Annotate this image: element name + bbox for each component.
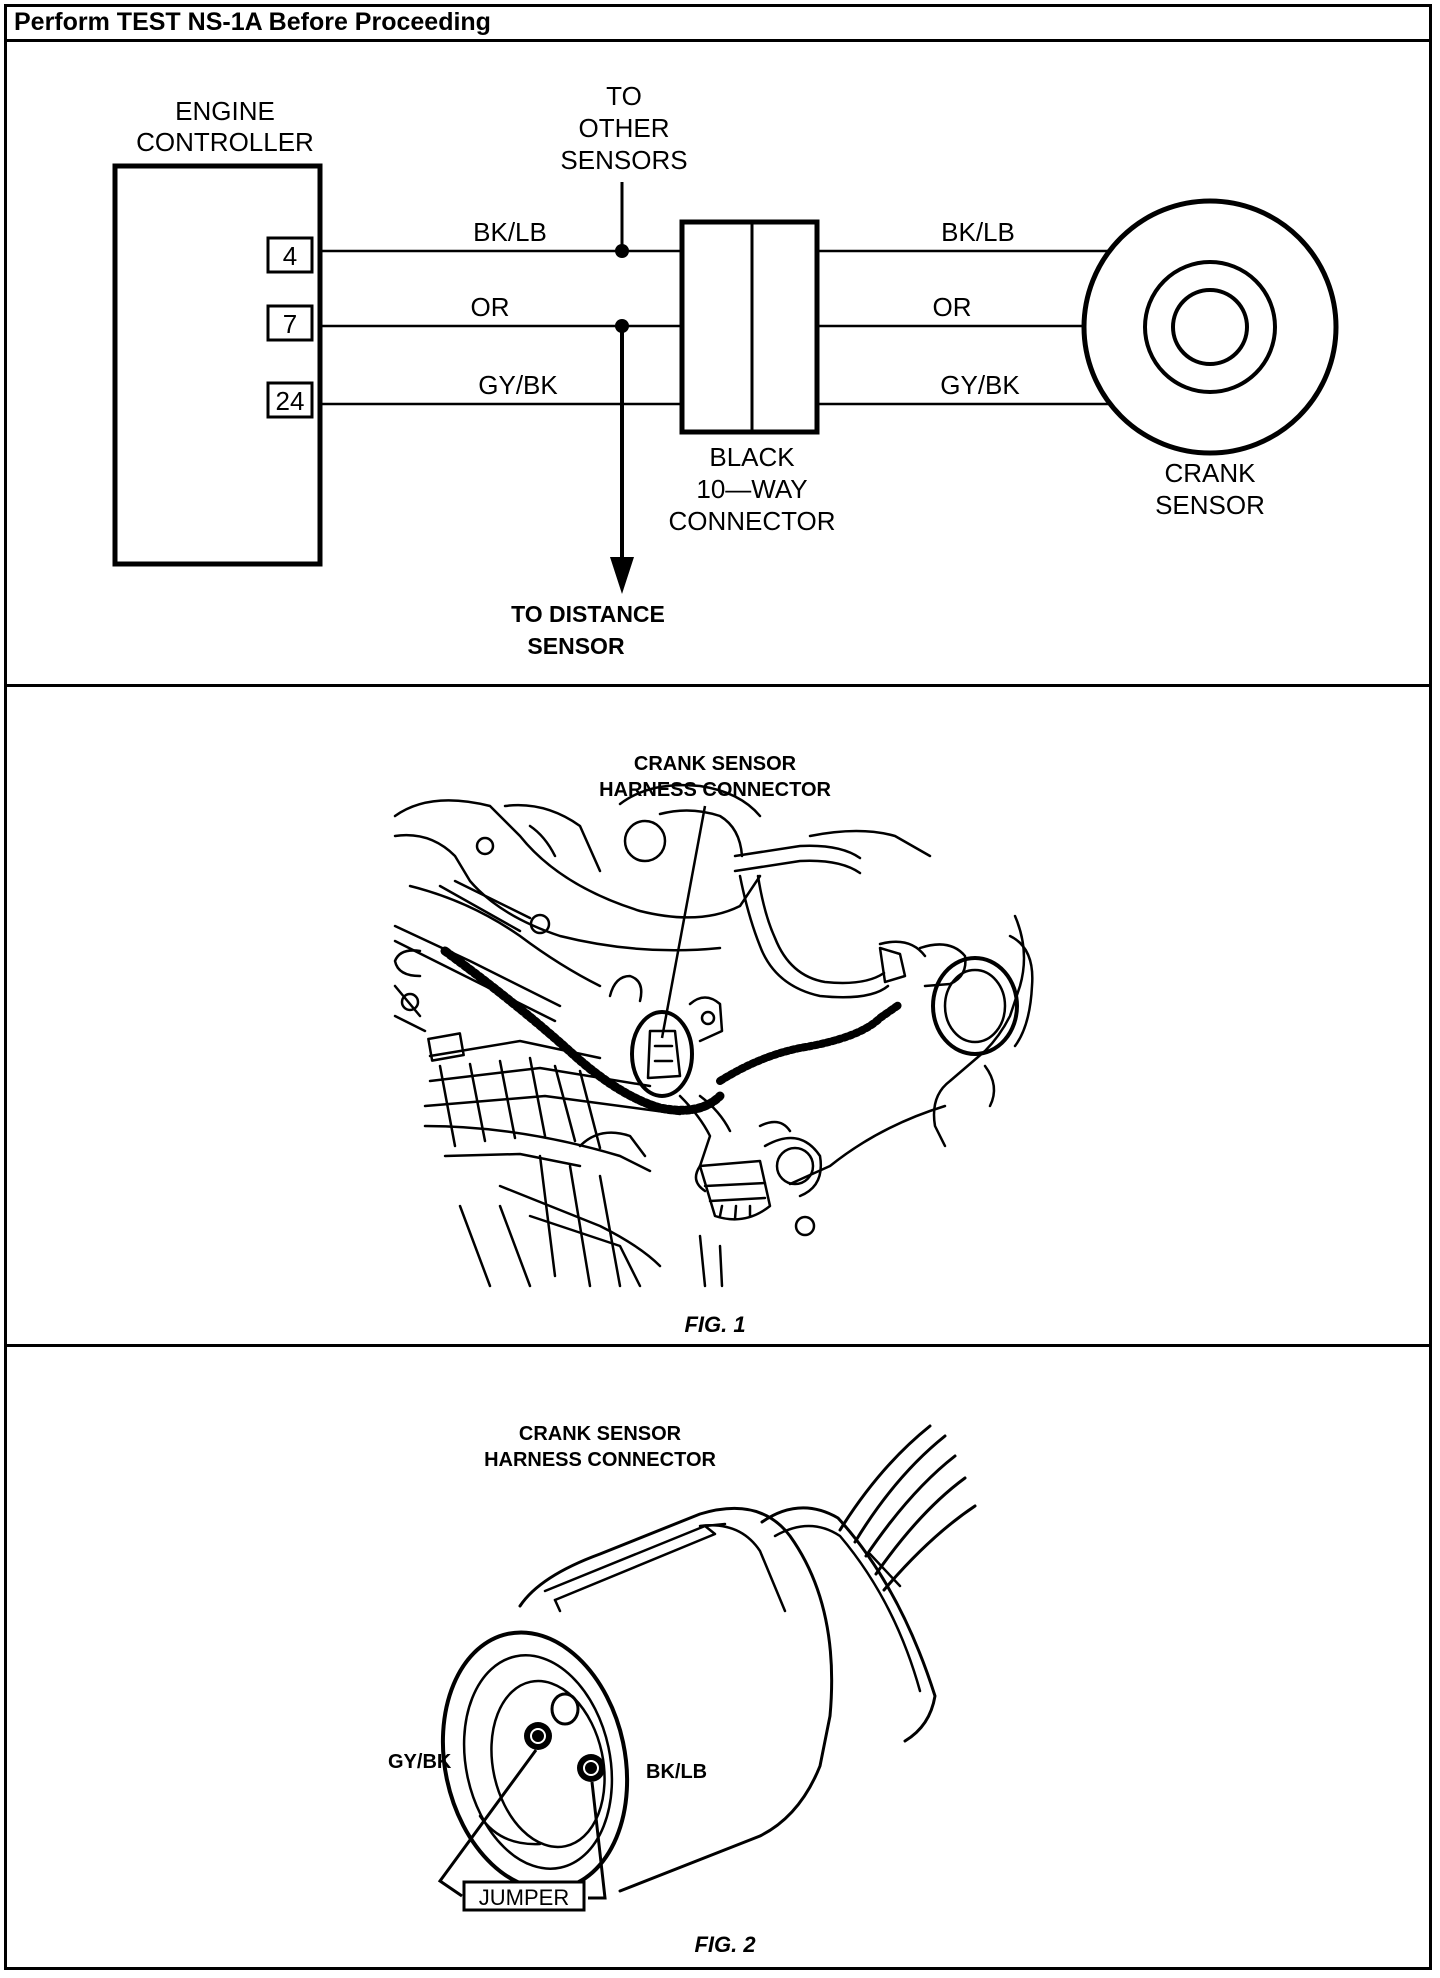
fig2-caption: FIG. 2 bbox=[694, 1932, 756, 1957]
pin-label-7: 7 bbox=[283, 309, 297, 339]
connector-label-1: BLACK bbox=[709, 442, 795, 472]
fig1-callout-1: CRANK SENSOR bbox=[634, 753, 797, 775]
crank-sensor-outer-ring bbox=[1081, 198, 1339, 456]
terminal-bk-lb bbox=[577, 1754, 605, 1782]
fig2-connector-illustration: CRANK SENSOR HARNESS CONNECTOR bbox=[388, 1423, 977, 1957]
engine-controller-label-1: ENGINE bbox=[175, 96, 275, 126]
to-other-sensors-label-1: TO bbox=[606, 81, 642, 111]
fig2-callout-2: HARNESS CONNECTOR bbox=[484, 1449, 716, 1471]
crank-sensor-middle-ring bbox=[1143, 260, 1277, 394]
wire-label-right-gy-bk: GY/BK bbox=[940, 370, 1020, 400]
wire-label-right-or: OR bbox=[933, 292, 972, 322]
to-other-sensors-label-2: OTHER bbox=[579, 113, 670, 143]
panel-divider-2 bbox=[4, 1344, 1432, 1347]
fig1-caption: FIG. 1 bbox=[684, 1312, 745, 1337]
terminal-bk-lb-highlight bbox=[583, 1760, 599, 1776]
header-bar: Perform TEST NS-1A Before Proceeding bbox=[4, 4, 1432, 42]
fig1-engine-illustration: CRANK SENSOR HARNESS CONNECTOR bbox=[393, 753, 1034, 1337]
pin-box-24 bbox=[266, 381, 314, 419]
to-other-sensors-label-3: SENSORS bbox=[560, 145, 687, 175]
wire-label-right-bk-lb: BK/LB bbox=[941, 217, 1015, 247]
to-distance-sensor-label-1: TO DISTANCE bbox=[511, 601, 665, 627]
pin-box-4 bbox=[266, 236, 314, 274]
wire-label-left-or: OR bbox=[471, 292, 510, 322]
pin-box-7 bbox=[266, 304, 314, 342]
page-frame bbox=[4, 4, 1432, 1970]
connector-label-3: CONNECTOR bbox=[668, 506, 835, 536]
splice-dot-or bbox=[615, 319, 629, 333]
jumper-box bbox=[462, 1880, 586, 1912]
jumper-leaders bbox=[437, 1749, 607, 1900]
pin-label-4: 4 bbox=[283, 241, 297, 271]
wire-label-left-gy-bk: GY/BK bbox=[478, 370, 558, 400]
connector-drawing bbox=[440, 1424, 977, 1893]
crank-sensor-inner-ring bbox=[1171, 288, 1249, 366]
terminal-gy-bk bbox=[524, 1722, 552, 1750]
wire-label-left-bk-lb: BK/LB bbox=[473, 217, 547, 247]
splice-dot-bk-lb bbox=[615, 244, 629, 258]
wiring-schematic: ENGINE CONTROLLER 4 7 24 BK/LB OR GY/BK … bbox=[112, 81, 1339, 659]
panel-divider-1 bbox=[4, 684, 1432, 687]
pin-label-24: 24 bbox=[276, 386, 305, 416]
terminal-label-bk-lb: BK/LB bbox=[646, 1761, 707, 1783]
ten-way-connector-box bbox=[679, 219, 820, 435]
engine-controller-box bbox=[112, 163, 323, 567]
crank-sensor-label-2: SENSOR bbox=[1155, 490, 1265, 520]
jumper-label: JUMPER bbox=[479, 1885, 569, 1910]
crank-sensor-label-1: CRANK bbox=[1164, 458, 1256, 488]
fig1-callout-leader bbox=[660, 805, 707, 1039]
connector-label-2: 10—WAY bbox=[696, 474, 807, 504]
engine-controller-label-2: CONTROLLER bbox=[136, 127, 314, 157]
arrow-down-icon bbox=[610, 557, 634, 594]
engine-drawing bbox=[393, 783, 1034, 1288]
to-distance-sensor-label-2: SENSOR bbox=[527, 633, 625, 659]
terminal-gy-bk-highlight bbox=[530, 1728, 546, 1744]
terminal-label-gy-bk: GY/BK bbox=[388, 1751, 452, 1773]
fig2-callout-1: CRANK SENSOR bbox=[519, 1423, 682, 1445]
page-title: Perform TEST NS-1A Before Proceeding bbox=[14, 8, 491, 36]
